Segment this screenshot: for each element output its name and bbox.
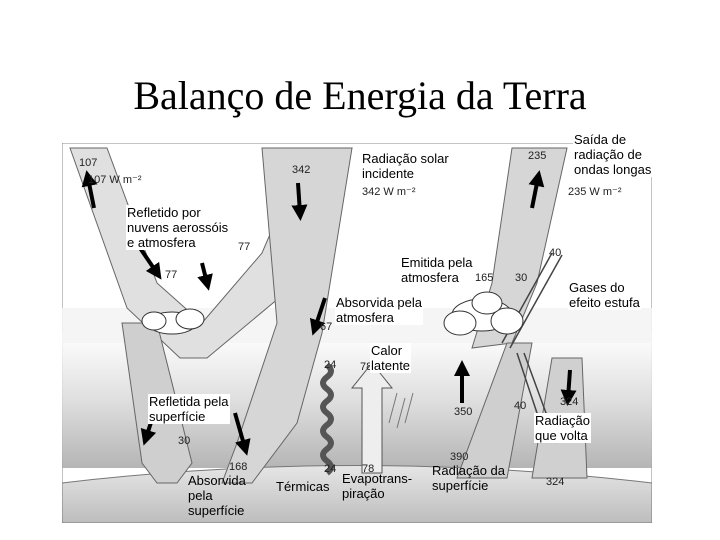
label-gases-efeito-estufa: Gases do efeito estufa [568,280,641,310]
label-evapotranspiracao: Evapotrans- piração [342,471,413,501]
value-165: 165 [475,272,494,284]
label-absorvida-atmosfera: Absorvida pela atmosfera [335,295,423,325]
value-77-reflected: 77 [238,241,251,253]
unit-outgoing: 235 W m⁻² [568,186,622,198]
label-radiacao-solar: Radiação solar incidente [362,151,449,181]
value-24-upper: 24 [324,359,337,371]
energy-balance-diagram: 107 342 235 77 77 40 165 30 67 24 78 350… [61,142,653,524]
thermals-arrow [320,362,334,476]
value-324-back: 324 [560,396,579,408]
label-emitida-atmosfera: Emitida pela atmosfera [400,255,474,285]
diagram-graphic [61,142,653,524]
value-40-window: 40 [549,247,562,259]
flow-arrows [81,170,577,456]
label-radiacao-superficie: Radiação da superfície [432,463,505,493]
label-calor-latente: Calor latente [370,343,412,373]
surface-radiation-beam [456,342,533,479]
value-67: 67 [320,321,333,333]
value-390: 390 [450,451,469,463]
label-refletido-nuvens: Refletido por nuvens aerossóis e atmosfe… [126,205,230,250]
value-77-left: 77 [165,269,178,281]
incoming-solar-beam [221,147,353,484]
page-title: Balanço de Energia da Terra [133,73,587,118]
value-324-surface: 324 [546,476,565,488]
unit-reflected: 107 W m⁻² [88,174,142,186]
value-24-lower: 24 [324,463,337,475]
label-radiacao-que-volta: Radiação que volta [534,413,591,443]
evapotranspiration-arrow [350,362,394,474]
value-107-top: 107 [79,157,98,169]
cloud-right [443,291,524,336]
value-78-upper: 78 [360,361,373,373]
cloud-left [141,308,205,335]
value-168: 168 [229,461,248,473]
label-refletida-superficie: Refletida pela superfície [148,394,230,424]
label-saida-ondas-longas: Saída de radiação de ondas longas [573,132,653,177]
label-absorvida-superficie: Absorvida pela superfície [188,473,246,518]
value-342-top: 342 [292,164,311,176]
value-30-surface: 30 [178,435,191,447]
value-40-surface: 40 [514,400,527,412]
value-235-top: 235 [528,150,547,162]
value-78-lower: 78 [362,463,375,475]
value-350: 350 [454,406,473,418]
label-termicas: Térmicas [276,479,330,494]
value-30-clouds: 30 [515,272,528,284]
unit-incoming: 342 W m⁻² [362,186,416,198]
